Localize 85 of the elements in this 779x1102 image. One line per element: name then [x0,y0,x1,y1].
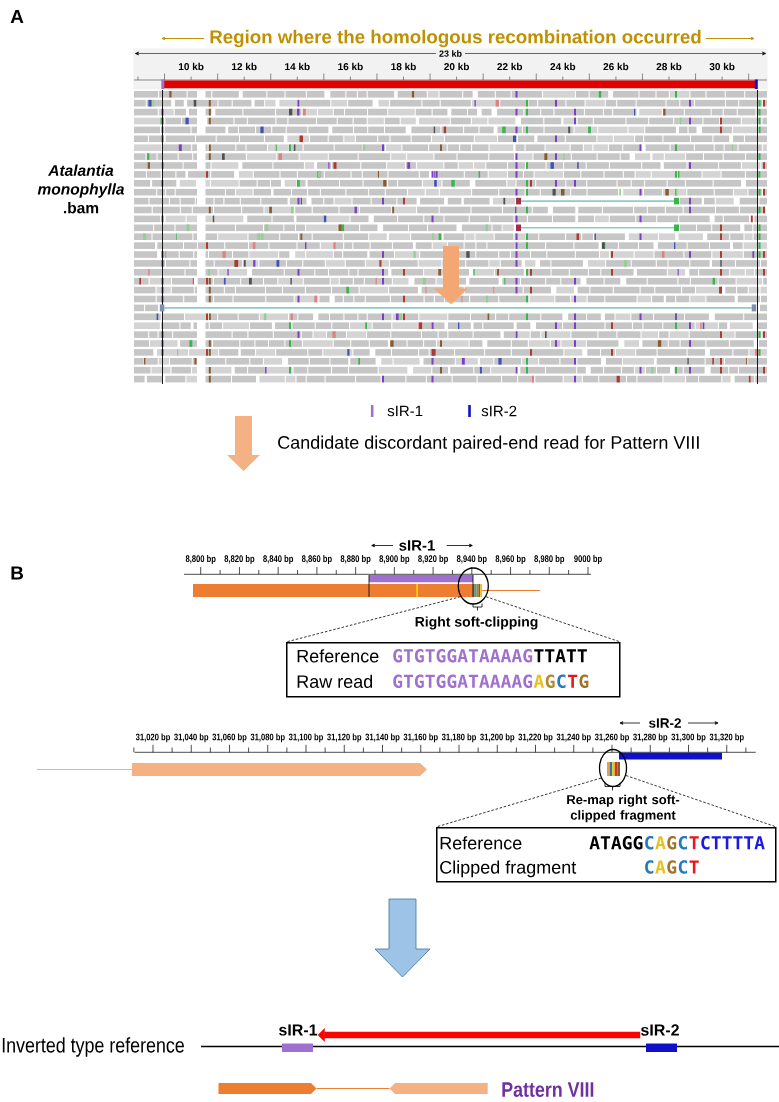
row-label: Reference [297,649,379,663]
tick-label: 8,900 bp [379,555,410,564]
tick-label: 8,820 bp [224,555,255,564]
tick-label: 30 kb [709,62,735,71]
tick-label: 31,320 bp [709,733,744,743]
tick-label: 18 kb [391,62,416,71]
callout-text: Re-map right soft-clipped fragment [567,794,680,823]
sequence-text: G [579,674,589,689]
sequence-text: TTATT [534,649,587,663]
tick-label: 26 kb [603,62,629,71]
row-label: Clipped fragment [440,860,577,878]
row-label: Raw read [297,674,373,688]
region-label: sIR-1 [279,1024,318,1036]
tick-label: 31,140 bp [365,733,400,743]
zoom-line [625,775,777,828]
tick-label: 31,160 bp [403,733,438,743]
sequence-text: GTGTGGATAAAAG [393,674,533,689]
tick-label: 16 kb [338,62,363,71]
tick-label: 31,100 bp [288,733,323,743]
tick-label: 8,980 bp [534,555,565,564]
zoom-line [485,596,621,643]
panel-letter: B [11,566,24,580]
tick-label: 31,180 bp [441,733,476,743]
sequence-text: G [545,674,555,689]
sequence-box [436,827,777,883]
sequence-box [286,642,621,698]
tick-label: 24 kb [550,62,576,71]
pattern-label: Pattern VIII [502,1082,594,1097]
zoom-line [285,596,461,643]
tick-label: 31,200 bp [480,733,515,743]
sequence-text: G [667,860,677,874]
region-title: Region where the homologous recombination occurred [210,29,701,48]
tick-label: 8,880 bp [340,555,371,564]
region-label: sIR-1 [399,540,435,551]
tick-label: 8,920 bp [418,555,448,564]
sequence-text: GTGTGGATAAAAG [393,648,533,663]
sequence-text: A [533,674,545,688]
tick-label: 22 kb [497,62,523,71]
sequence-text: C [557,674,566,689]
scale-label: 23 kb [439,50,462,57]
highlight-ellipse [598,748,628,788]
tick-label: 8,840 bp [263,555,294,564]
callout-text: Right soft-clipping [415,616,538,630]
step-caption: Candidate discordant paired-end read for Pattern VIII [278,435,699,453]
tick-label: 31,060 bp [212,733,247,743]
tick-label: 31,080 bp [250,733,285,743]
sequence-text: CTTTTA [701,835,765,850]
tick-label: 31,240 bp [556,733,591,743]
sequence-text: C [645,835,654,850]
region-label: sIR-2 [641,1024,679,1036]
tick-label: 12 kb [232,62,257,71]
sequence-text: C [678,835,687,850]
sequence-text: C [678,860,687,874]
tick-label: 8,860 bp [301,555,332,564]
discordant-read [159,304,757,312]
sequence-text: A [655,836,666,850]
sequence-text: T [568,674,578,688]
zoom-line [435,777,602,828]
row-label: Reference [440,836,522,850]
tick-label: 14 kb [285,62,310,71]
tick-label: 20 kb [444,62,469,71]
sequence-text: A [655,860,666,874]
tick-label: 31,300 bp [671,733,706,743]
tick-label: 31,120 bp [327,733,362,743]
panel-letter: A [10,9,24,24]
tick-label: 9000 bp [574,555,602,564]
tick-label: 28 kb [656,62,682,71]
region-label: sIR-2 [648,718,681,728]
tick-label: 8,800 bp [185,555,216,564]
tick-label: 8,960 bp [495,555,526,564]
tick-label: 31,020 bp [135,733,170,743]
track-label: Atalantia monophylla .bam [37,164,125,214]
tick-label: 31,220 bp [518,733,553,743]
highlight-ellipse [457,567,489,605]
tick-label: 31,040 bp [174,733,209,743]
sequence-text: C [645,860,654,874]
legend-label: sIR-1 [387,405,423,417]
sequence-text: G [667,835,677,850]
sequence-text: T [689,836,699,850]
tick-label: 31,280 bp [633,733,668,743]
track-label: Inverted type reference [2,1037,184,1057]
sequence-text: T [689,860,699,874]
legend-label: sIR-2 [481,405,517,417]
tick-label: 10 kb [178,62,204,71]
sequence-text: ATAGG [589,835,643,850]
